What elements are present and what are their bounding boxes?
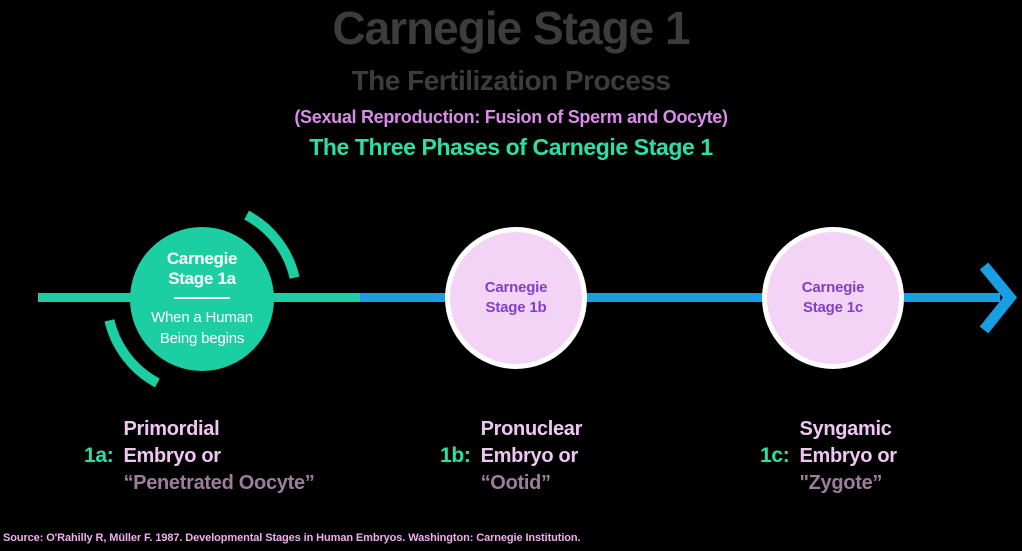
stage-label-1b-line2: Embryo or [480, 445, 579, 467]
stage-circle-1c: Carnegie Stage 1c [762, 227, 904, 369]
stage-circle-1a-title-line2: Stage 1a [168, 269, 236, 288]
stage-label-1b: 1b: Pronuclear Embryo or “Ootid” [440, 416, 582, 497]
stage-circle-1b: Carnegie Stage 1b [445, 227, 587, 369]
stage-circle-1a-note-line2: Being begins [159, 330, 245, 347]
stage-circle-1b-title-line1: Carnegie [484, 279, 548, 296]
circle-divider [174, 297, 230, 299]
phases-heading: The Three Phases of Carnegie Stage 1 [309, 133, 713, 160]
stage-circle-1c-title-line1: Carnegie [801, 279, 865, 296]
stage-label-1c-prefix: 1c: [760, 444, 790, 467]
stage-circle-1a: Carnegie Stage 1a When a Human Being beg… [130, 227, 274, 371]
stage-label-1c: 1c: Syngamic Embryo or "Zygote” [760, 416, 897, 497]
tagline: (Sexual Reproduction: Fusion of Sperm an… [294, 106, 728, 127]
stage-label-1c-lines: Syngamic Embryo or "Zygote” [799, 416, 897, 497]
stage-label-1b-line1: Pronuclear [480, 418, 583, 440]
timeline-blue-segment [360, 293, 1000, 302]
stage-label-1a-prefix: 1a: [84, 444, 114, 467]
subtitle: The Fertilization Process [351, 64, 671, 96]
stage-label-1a-lines: Primordial Embryo or “Penetrated Oocyte” [123, 416, 314, 497]
stage-label-1a-line2: Embryo or [123, 445, 221, 467]
arc-decoration-bottom-icon [104, 319, 160, 388]
stage-circle-1c-title-line2: Stage 1c [802, 299, 864, 316]
stage-label-1a-line1: Primordial [123, 418, 220, 440]
stage-label-1b-line3: “Ootid” [480, 472, 551, 494]
header: Carnegie Stage 1 The Fertilization Proce… [0, 0, 1022, 161]
source-citation: Source: O'Rahilly R, Müller F. 1987. Dev… [3, 532, 581, 544]
stage-label-1c-line2: Embryo or [799, 445, 897, 467]
stage-circle-1b-title-line2: Stage 1b [485, 299, 547, 316]
stage-label-1c-line3: "Zygote” [799, 472, 883, 494]
stage-circle-1a-title-line1: Carnegie [166, 249, 238, 268]
stage-label-1b-prefix: 1b: [440, 444, 471, 467]
arc-decoration-top-icon [244, 210, 300, 279]
page-title: Carnegie Stage 1 [332, 2, 690, 54]
stage-label-1b-lines: Pronuclear Embryo or “Ootid” [480, 416, 583, 497]
arrow-right-icon [979, 262, 1018, 334]
stage-label-1c-line1: Syngamic [799, 418, 892, 440]
stage-label-1a-line3: “Penetrated Oocyte” [123, 472, 315, 494]
stage-circle-1a-note-line1: When a Human [151, 309, 253, 326]
stage-label-1a: 1a: Primordial Embryo or “Penetrated Ooc… [84, 416, 315, 497]
